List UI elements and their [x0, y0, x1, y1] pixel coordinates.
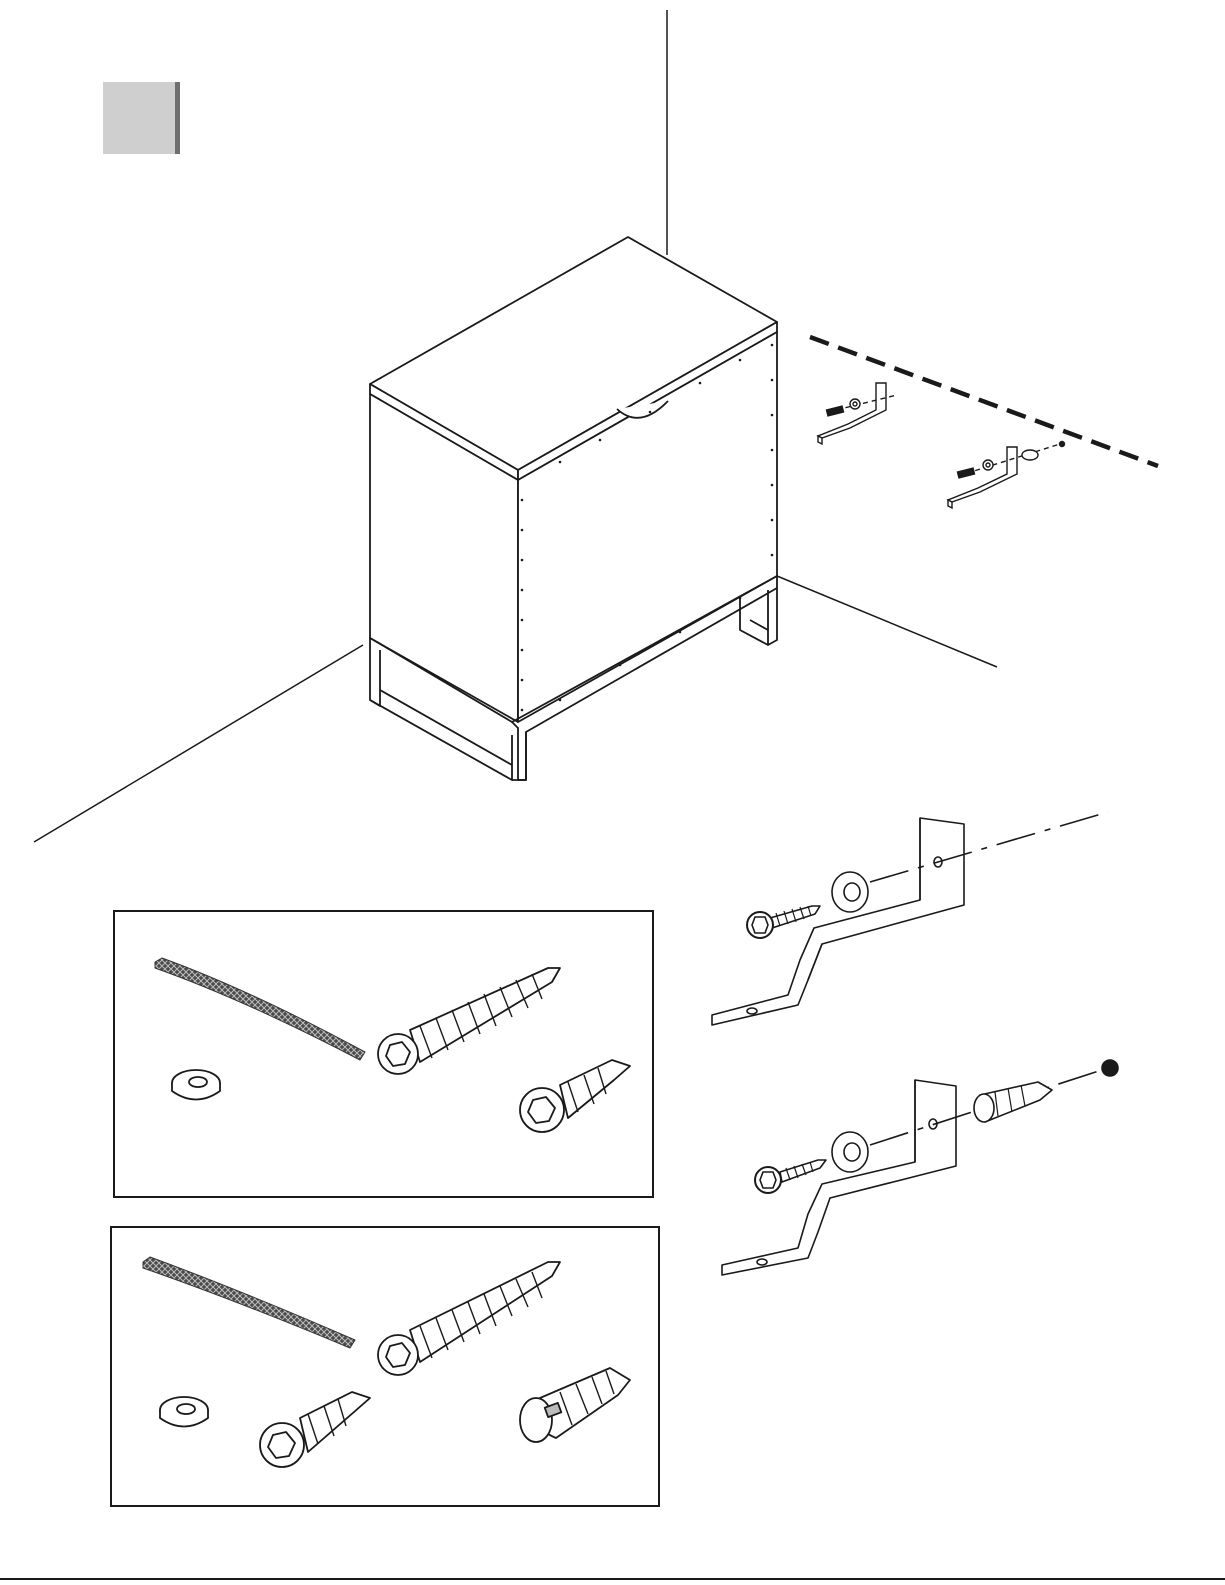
wall-plug-icon — [974, 1082, 1052, 1122]
screw-icon — [755, 1160, 826, 1193]
small-bracket-1 — [818, 383, 897, 444]
dashed-wall-line — [810, 337, 1158, 466]
washer-icon — [832, 872, 868, 912]
kit-b-box — [110, 1226, 660, 1507]
footer-rule — [0, 1578, 1225, 1580]
small-bracket-2 — [948, 442, 1065, 509]
floor-line-left — [34, 645, 363, 842]
floor-line-right — [777, 576, 997, 667]
detail-bracket-wall-plug — [722, 1060, 1118, 1275]
washer-icon — [832, 1132, 868, 1172]
detail-bracket-wood-screw — [712, 812, 1108, 1025]
screw-icon — [747, 906, 820, 938]
kit-a-box — [113, 910, 654, 1198]
drill-point-icon — [1102, 1060, 1118, 1076]
cabinet — [370, 237, 777, 780]
